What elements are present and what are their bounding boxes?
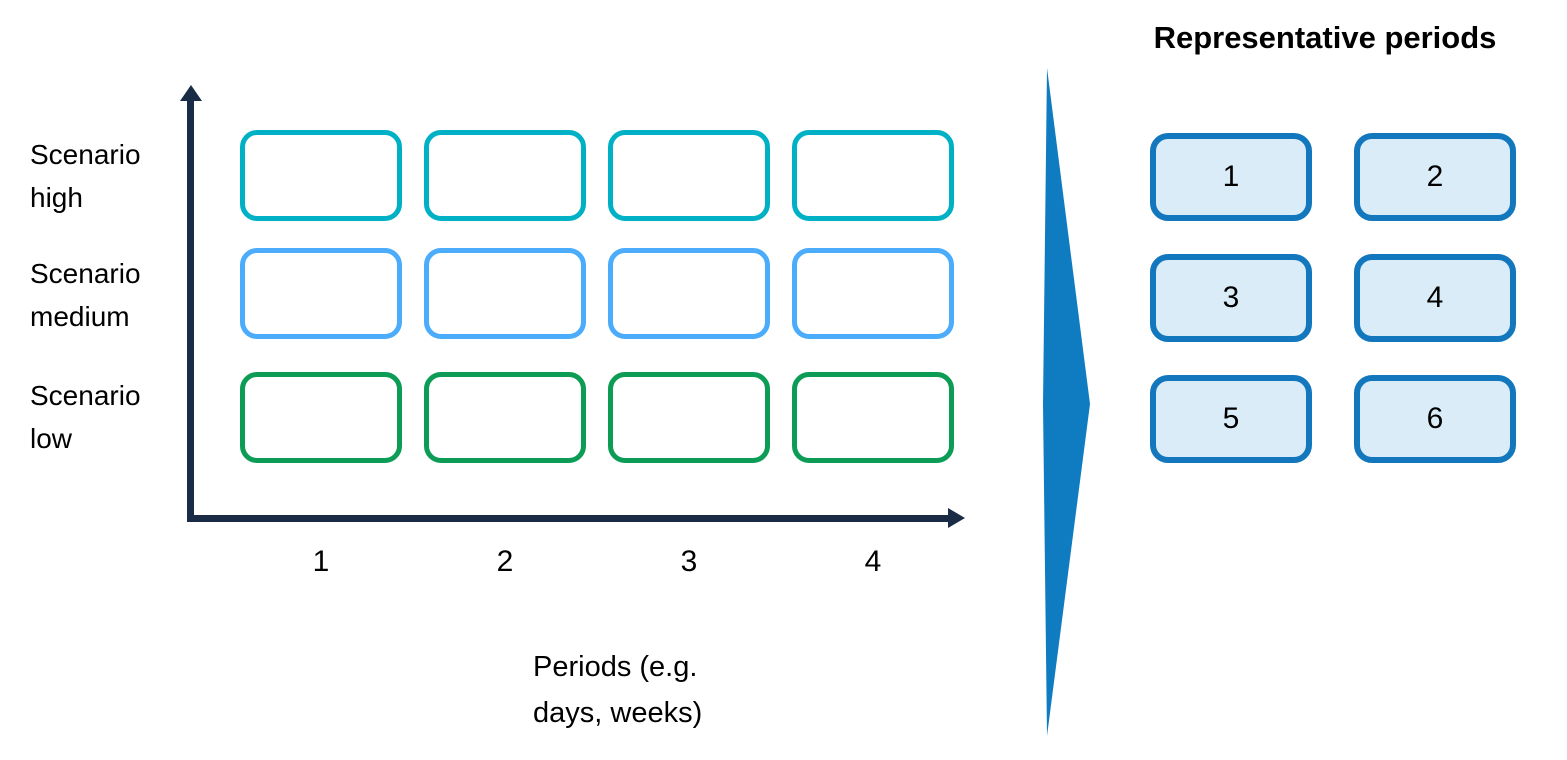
scenario-medium-period-box: [792, 248, 954, 339]
scenario-medium-label: Scenario medium: [30, 258, 141, 332]
x-tick-2: 2: [496, 545, 514, 578]
scenario-low-label: Scenario low: [30, 380, 141, 454]
y-axis-arrowhead-icon: [179, 85, 202, 101]
scenario-low-period-box: [424, 372, 586, 463]
scenario-high-period-box: [792, 130, 954, 221]
rep-period-number: 3: [1222, 281, 1240, 314]
rep-period-box-6: 6: [1354, 375, 1516, 463]
scenario-medium-period-box: [424, 248, 586, 339]
x-axis-arrowhead-icon: [948, 508, 965, 528]
panel-title: Representative periods: [1153, 20, 1497, 55]
x-tick-4: 4: [864, 545, 882, 578]
scenario-low-row: [240, 372, 954, 463]
rep-period-box-3: 3: [1150, 254, 1312, 342]
rep-period-number: 6: [1426, 402, 1444, 435]
representative-periods-grid: 1 2 3 4 5 6: [1150, 133, 1516, 463]
x-tick-1: 1: [312, 545, 330, 578]
scenario-high-period-box: [608, 130, 770, 221]
rep-period-box-1: 1: [1150, 133, 1312, 221]
rep-period-number: 2: [1426, 160, 1444, 193]
rep-period-box-2: 2: [1354, 133, 1516, 221]
scenario-high-row: [240, 130, 954, 221]
x-tick-3: 3: [680, 545, 698, 578]
transform-arrow-icon: [1043, 68, 1090, 736]
scenario-high-label: Scenario high: [30, 139, 141, 213]
scenario-medium-row: [240, 248, 954, 339]
rep-period-box-5: 5: [1150, 375, 1312, 463]
scenario-low-period-box: [608, 372, 770, 463]
x-axis: [187, 515, 950, 522]
x-axis-title: Periods (e.g. days, weeks): [533, 651, 703, 729]
scenario-high-period-box: [424, 130, 586, 221]
rep-period-number: 4: [1426, 281, 1444, 314]
rep-period-box-4: 4: [1354, 254, 1516, 342]
scenario-low-period-box: [792, 372, 954, 463]
x-axis-ticks: 1 2 3 4: [240, 545, 954, 579]
scenario-low-period-box: [240, 372, 402, 463]
scenario-high-period-box: [240, 130, 402, 221]
rep-period-number: 1: [1222, 160, 1240, 193]
scenario-medium-period-box: [608, 248, 770, 339]
scenario-medium-period-box: [240, 248, 402, 339]
y-axis: [187, 98, 194, 522]
rep-period-number: 5: [1222, 402, 1240, 435]
